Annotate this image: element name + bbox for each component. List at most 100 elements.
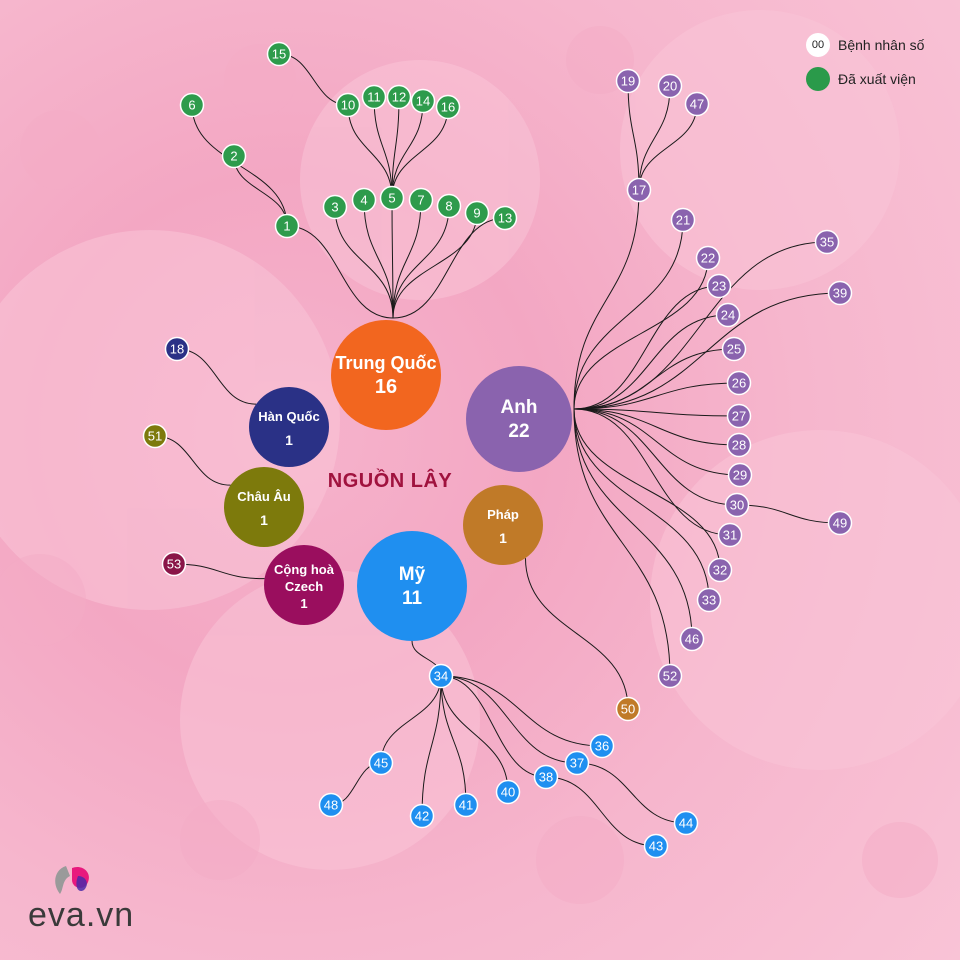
patient-number: 29 bbox=[733, 468, 747, 483]
legend-discharged-swatch bbox=[806, 67, 830, 91]
patient-node-circle bbox=[715, 302, 741, 328]
patient-node-41: 41 bbox=[453, 792, 479, 818]
patient-node-circle bbox=[408, 187, 434, 213]
patient-node-1: 1 bbox=[274, 213, 300, 239]
patient-node-circle bbox=[495, 779, 521, 805]
patient-node-circle bbox=[379, 185, 405, 211]
patient-node-7: 7 bbox=[408, 187, 434, 213]
link-line bbox=[573, 408, 721, 571]
patient-number: 25 bbox=[727, 342, 741, 357]
patient-node-circle bbox=[410, 88, 436, 114]
patient-node-circle bbox=[696, 587, 722, 613]
link-line bbox=[573, 348, 735, 410]
source-hub-name: Czech bbox=[285, 579, 323, 594]
patient-number: 53 bbox=[167, 557, 181, 572]
patient-node-28: 28 bbox=[726, 432, 752, 458]
link-line bbox=[573, 408, 740, 417]
link-line bbox=[573, 382, 740, 410]
source-hub-chau-au: Châu Âu1 bbox=[224, 467, 304, 547]
patient-number: 36 bbox=[595, 739, 609, 754]
patient-node-circle bbox=[615, 696, 641, 722]
source-hub-name: Hàn Quốc bbox=[258, 409, 319, 424]
patient-node-circle bbox=[351, 187, 377, 213]
patient-number: 15 bbox=[272, 47, 286, 62]
patient-node-37: 37 bbox=[564, 750, 590, 776]
patient-node-circle bbox=[464, 200, 490, 226]
patient-node-circle bbox=[428, 663, 454, 689]
patient-node-35: 35 bbox=[814, 229, 840, 255]
patient-node-27: 27 bbox=[726, 403, 752, 429]
patient-node-circle bbox=[670, 207, 696, 233]
patient-number: 18 bbox=[170, 342, 184, 357]
patient-node-43: 43 bbox=[643, 833, 669, 859]
patient-number: 5 bbox=[388, 191, 395, 206]
patient-number: 17 bbox=[632, 183, 646, 198]
link-line bbox=[573, 314, 729, 410]
patient-node-circle bbox=[615, 68, 641, 94]
link-line bbox=[573, 408, 693, 640]
link-line bbox=[573, 408, 710, 601]
patient-number: 48 bbox=[324, 798, 338, 813]
patient-node-29: 29 bbox=[727, 462, 753, 488]
patient-number: 4 bbox=[360, 193, 367, 208]
patient-node-8: 8 bbox=[436, 193, 462, 219]
patient-node-9: 9 bbox=[464, 200, 490, 226]
patient-node-15: 15 bbox=[266, 41, 292, 67]
link-line bbox=[573, 292, 841, 410]
patient-node-circle bbox=[726, 370, 752, 396]
patient-node-31: 31 bbox=[717, 522, 743, 548]
patient-node-circle bbox=[827, 280, 853, 306]
patient-number: 9 bbox=[473, 206, 480, 221]
patient-number: 49 bbox=[833, 516, 847, 531]
link-line bbox=[391, 197, 394, 319]
source-hub-circle bbox=[357, 531, 467, 641]
link-line bbox=[573, 189, 640, 410]
patient-node-23: 23 bbox=[706, 273, 732, 299]
patient-node-circle bbox=[435, 94, 461, 120]
patient-number: 32 bbox=[713, 563, 727, 578]
patient-node-circle bbox=[436, 193, 462, 219]
patient-node-circle bbox=[706, 273, 732, 299]
link-line bbox=[576, 762, 687, 824]
patient-node-circle bbox=[335, 92, 361, 118]
patient-node-circle bbox=[726, 432, 752, 458]
patient-number: 33 bbox=[702, 593, 716, 608]
patient-node-19: 19 bbox=[615, 68, 641, 94]
link-line bbox=[627, 80, 640, 191]
patient-node-18: 18 bbox=[164, 336, 190, 362]
source-hub-name: Trung Quốc bbox=[336, 353, 437, 373]
patient-node-32: 32 bbox=[707, 557, 733, 583]
source-hub-name: Châu Âu bbox=[237, 489, 291, 504]
link-line bbox=[347, 104, 393, 199]
patient-node-circle bbox=[626, 177, 652, 203]
patient-node-circle bbox=[533, 764, 559, 790]
patient-node-44: 44 bbox=[673, 810, 699, 836]
patient-node-48: 48 bbox=[318, 792, 344, 818]
patient-node-45: 45 bbox=[368, 750, 394, 776]
source-hub-name: Cộng hoà bbox=[274, 562, 335, 577]
patient-node-circle bbox=[142, 423, 168, 449]
source-hub-circle bbox=[331, 320, 441, 430]
link-line bbox=[154, 435, 231, 486]
source-hub-circle bbox=[466, 366, 572, 472]
patient-number: 21 bbox=[676, 213, 690, 228]
link-line bbox=[363, 199, 394, 319]
eva-logo-text: eva.vn bbox=[28, 896, 135, 934]
link-line bbox=[392, 205, 450, 319]
patient-number: 11 bbox=[367, 90, 381, 105]
patient-number: 23 bbox=[712, 279, 726, 294]
patient-node-4: 4 bbox=[351, 187, 377, 213]
patient-node-circle bbox=[726, 403, 752, 429]
patient-number: 31 bbox=[723, 528, 737, 543]
source-hub-circle bbox=[224, 467, 304, 547]
source-hub-count: 22 bbox=[508, 421, 529, 442]
patient-node-circle bbox=[814, 229, 840, 255]
patient-node-38: 38 bbox=[533, 764, 559, 790]
patient-node-21: 21 bbox=[670, 207, 696, 233]
patient-number: 50 bbox=[621, 702, 635, 717]
source-hub-count: 1 bbox=[285, 432, 293, 448]
patient-node-39: 39 bbox=[827, 280, 853, 306]
